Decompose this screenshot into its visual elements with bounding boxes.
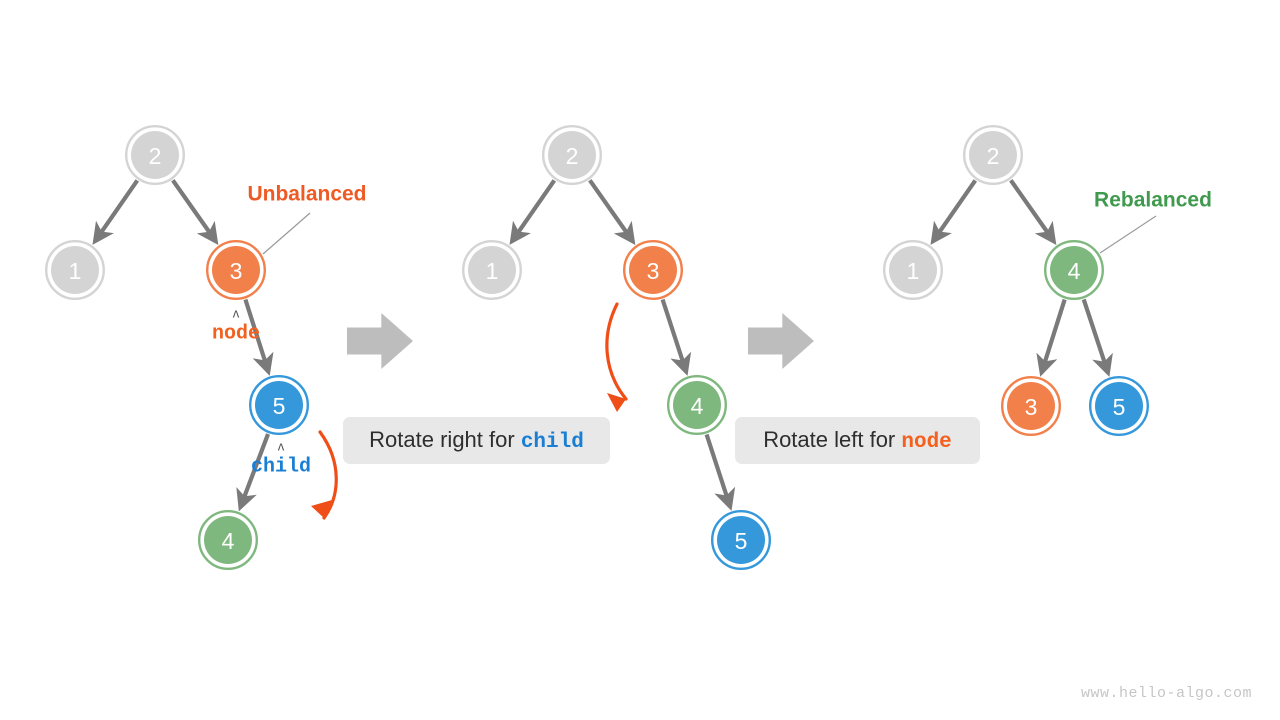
tree-edge [236, 433, 271, 512]
node-outer-ring [1043, 239, 1104, 300]
rotation-arrow-child [318, 430, 338, 520]
variable-labels: ʌ node ʌ child [212, 306, 311, 479]
rotation-arrow-node-head [607, 393, 626, 412]
caption-rotate-left-node: Rotate left for node [735, 417, 980, 464]
caption-prefix: Rotate left for [763, 427, 902, 452]
node-outer-ring [883, 239, 944, 300]
caption-text: Rotate left for node [763, 427, 952, 454]
leader-unbalanced [262, 212, 311, 255]
tree-node-5: 5 [248, 375, 309, 436]
step-arrows [347, 313, 814, 369]
leader-rebalanced [1099, 215, 1157, 254]
caption-variable: node [901, 431, 952, 454]
step-arrow-1 [347, 313, 413, 369]
node-disc [1050, 246, 1098, 294]
node-disc [717, 516, 765, 564]
tree-edge [1009, 179, 1057, 245]
tree-edge [588, 179, 636, 245]
tree-edge [243, 298, 274, 376]
tree-node-5: 5 [711, 510, 772, 571]
tree-edge [92, 179, 140, 245]
tree-node-5: 5 [1088, 376, 1149, 437]
caption-variable: child [520, 431, 584, 454]
node-disc [204, 516, 252, 564]
node-outer-ring [711, 510, 772, 571]
node-disc [255, 381, 303, 429]
node-outer-ring [667, 375, 728, 436]
step-arrow-2 [748, 313, 814, 369]
tree-edge [509, 179, 557, 245]
node-disc [629, 246, 677, 294]
tree-edge [1081, 298, 1113, 377]
var-label-child: child [251, 456, 311, 479]
node-outer-ring [623, 239, 684, 300]
node-disc [51, 246, 99, 294]
node-disc [889, 246, 937, 294]
node-outer-ring [124, 124, 185, 185]
tree-edge [704, 433, 736, 511]
tree-node-1: 1 [883, 239, 944, 300]
caret-icon: ʌ [278, 439, 285, 454]
tree-node-3: 3 [1001, 376, 1062, 437]
caret-icon: ʌ [233, 306, 240, 321]
tree-node-2: 2 [542, 124, 603, 185]
node-outer-ring [197, 510, 258, 571]
tree-edge [930, 179, 978, 245]
tree-node-2: 2 [963, 124, 1024, 185]
annotation-labels: Unbalanced Rebalanced [247, 183, 1211, 212]
node-outer-ring [248, 375, 309, 436]
tree-edge [660, 298, 692, 376]
tree-node-4: 4 [1043, 239, 1104, 300]
node-outer-ring [45, 239, 105, 300]
node-disc [673, 381, 721, 429]
tree-edge [171, 179, 219, 245]
node-disc [969, 131, 1017, 179]
node-outer-ring [542, 124, 603, 185]
tree-edge [1036, 298, 1067, 377]
node-disc [1007, 382, 1055, 430]
node-disc [131, 131, 179, 179]
caption-rotate-right-child: Rotate right for child [343, 417, 610, 464]
node-disc [1095, 382, 1143, 430]
node-disc [548, 131, 596, 179]
tree-edges [92, 179, 1113, 512]
node-disc [468, 246, 516, 294]
node-disc [212, 246, 260, 294]
caption-prefix: Rotate right for [369, 427, 521, 452]
caption-text: Rotate right for child [369, 427, 584, 454]
tree-node-1: 1 [45, 239, 105, 300]
tree-node-4: 4 [667, 375, 728, 436]
annotation-rebalanced: Rebalanced [1094, 189, 1212, 212]
tree-node-4: 4 [197, 510, 258, 571]
node-outer-ring [963, 124, 1024, 185]
rotation-arrows [311, 302, 628, 520]
node-outer-ring [1001, 376, 1062, 437]
annotation-leader-lines [262, 212, 1157, 255]
tree-node-3: 3 [623, 239, 684, 300]
node-outer-ring [462, 239, 523, 300]
annotation-unbalanced: Unbalanced [247, 183, 366, 206]
watermark: www.hello-algo.com [1080, 685, 1252, 702]
tree-node-3: 3 [205, 239, 266, 300]
node-outer-ring [1088, 376, 1149, 437]
rotation-arrow-node [605, 302, 628, 401]
node-outer-ring [205, 239, 266, 300]
tree-node-1: 1 [462, 239, 523, 300]
rotation-arrow-child-head [311, 500, 332, 518]
tree-node-2: 2 [124, 124, 185, 185]
var-label-node: node [212, 323, 260, 346]
